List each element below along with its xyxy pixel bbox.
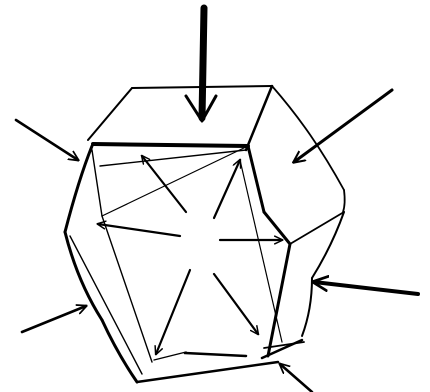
front-face-edges [92,146,290,362]
right-lower-arrow [314,282,418,294]
inner-arrow-down-left [156,270,190,354]
inner-arrow-down-right [214,274,258,334]
right-upper-arrow [294,90,392,162]
top-face-edges [88,86,344,190]
left-upper-arrow [16,120,78,160]
left-lower-arrow [22,306,86,332]
inner-arrow-up-left [142,156,186,212]
bottom-right-arrow [280,364,312,392]
inner-arrow-up-right [214,160,240,218]
inner-arrow-left [98,224,180,236]
top-arrow-shaft [202,8,204,118]
left-outline-edges [65,146,142,382]
inner-arrows [98,156,282,354]
outer-arrows [16,8,418,392]
right-face-edges [264,190,345,348]
